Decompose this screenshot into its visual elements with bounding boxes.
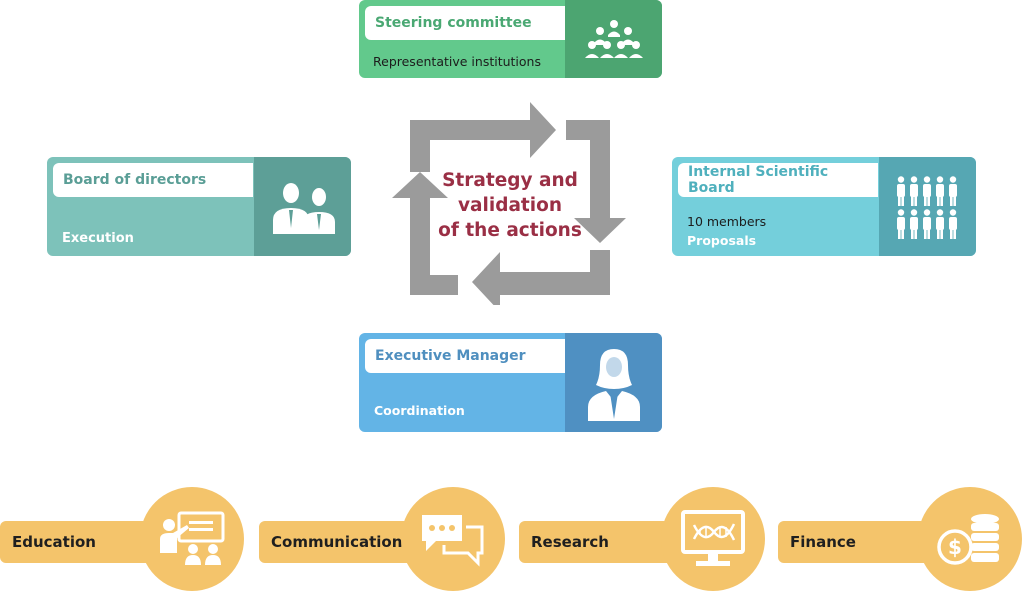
executive-manager-title: Executive Manager xyxy=(365,339,565,373)
cycle-arrow-top xyxy=(410,102,556,172)
dna-monitor-icon xyxy=(661,487,765,591)
center-caption: Strategy and validation of the actions xyxy=(420,168,600,243)
executive-manager-card: Executive Manager Coordination xyxy=(359,333,662,432)
domain-communication: Communication xyxy=(259,487,505,595)
board-of-directors-title: Board of directors xyxy=(53,163,253,197)
cycle-arrow-left xyxy=(392,172,458,295)
businesswoman-icon xyxy=(565,333,662,432)
group-meeting-icon xyxy=(565,0,662,78)
internal-scientific-board-title: Internal Scientific Board xyxy=(678,163,878,197)
teacher-presentation-icon xyxy=(140,487,244,591)
internal-board-members: 10 members xyxy=(687,214,767,229)
ten-people-icon xyxy=(879,157,976,256)
steering-committee-title: Steering committee xyxy=(365,6,565,40)
internal-scientific-board-card: Internal Scientific Board 10 members Pro… xyxy=(672,157,976,256)
cycle-arrows xyxy=(392,102,626,305)
svg-text:$: $ xyxy=(948,535,962,559)
coins-icon: $ xyxy=(918,487,1022,591)
cycle-arrow-right xyxy=(566,120,626,243)
center-caption-line: Strategy and xyxy=(442,170,578,191)
cycle-arrow-bottom xyxy=(472,250,610,305)
chat-bubbles-icon xyxy=(401,487,505,591)
domain-education: Education xyxy=(0,487,246,595)
board-of-directors-subtitle: Execution xyxy=(62,231,134,246)
domain-research: Research xyxy=(519,487,765,595)
center-caption-line: of the actions xyxy=(438,220,582,241)
executive-manager-subtitle: Coordination xyxy=(374,403,465,418)
steering-committee-card: Steering committee Representative instit… xyxy=(359,0,662,78)
two-businessmen-icon xyxy=(254,157,351,256)
board-of-directors-card: Board of directors Execution xyxy=(47,157,351,256)
center-caption-line: validation xyxy=(457,195,563,216)
internal-board-subtitle: Proposals xyxy=(687,233,757,248)
domain-finance: Finance $ xyxy=(778,487,1024,595)
steering-committee-subtitle: Representative institutions xyxy=(373,54,541,69)
